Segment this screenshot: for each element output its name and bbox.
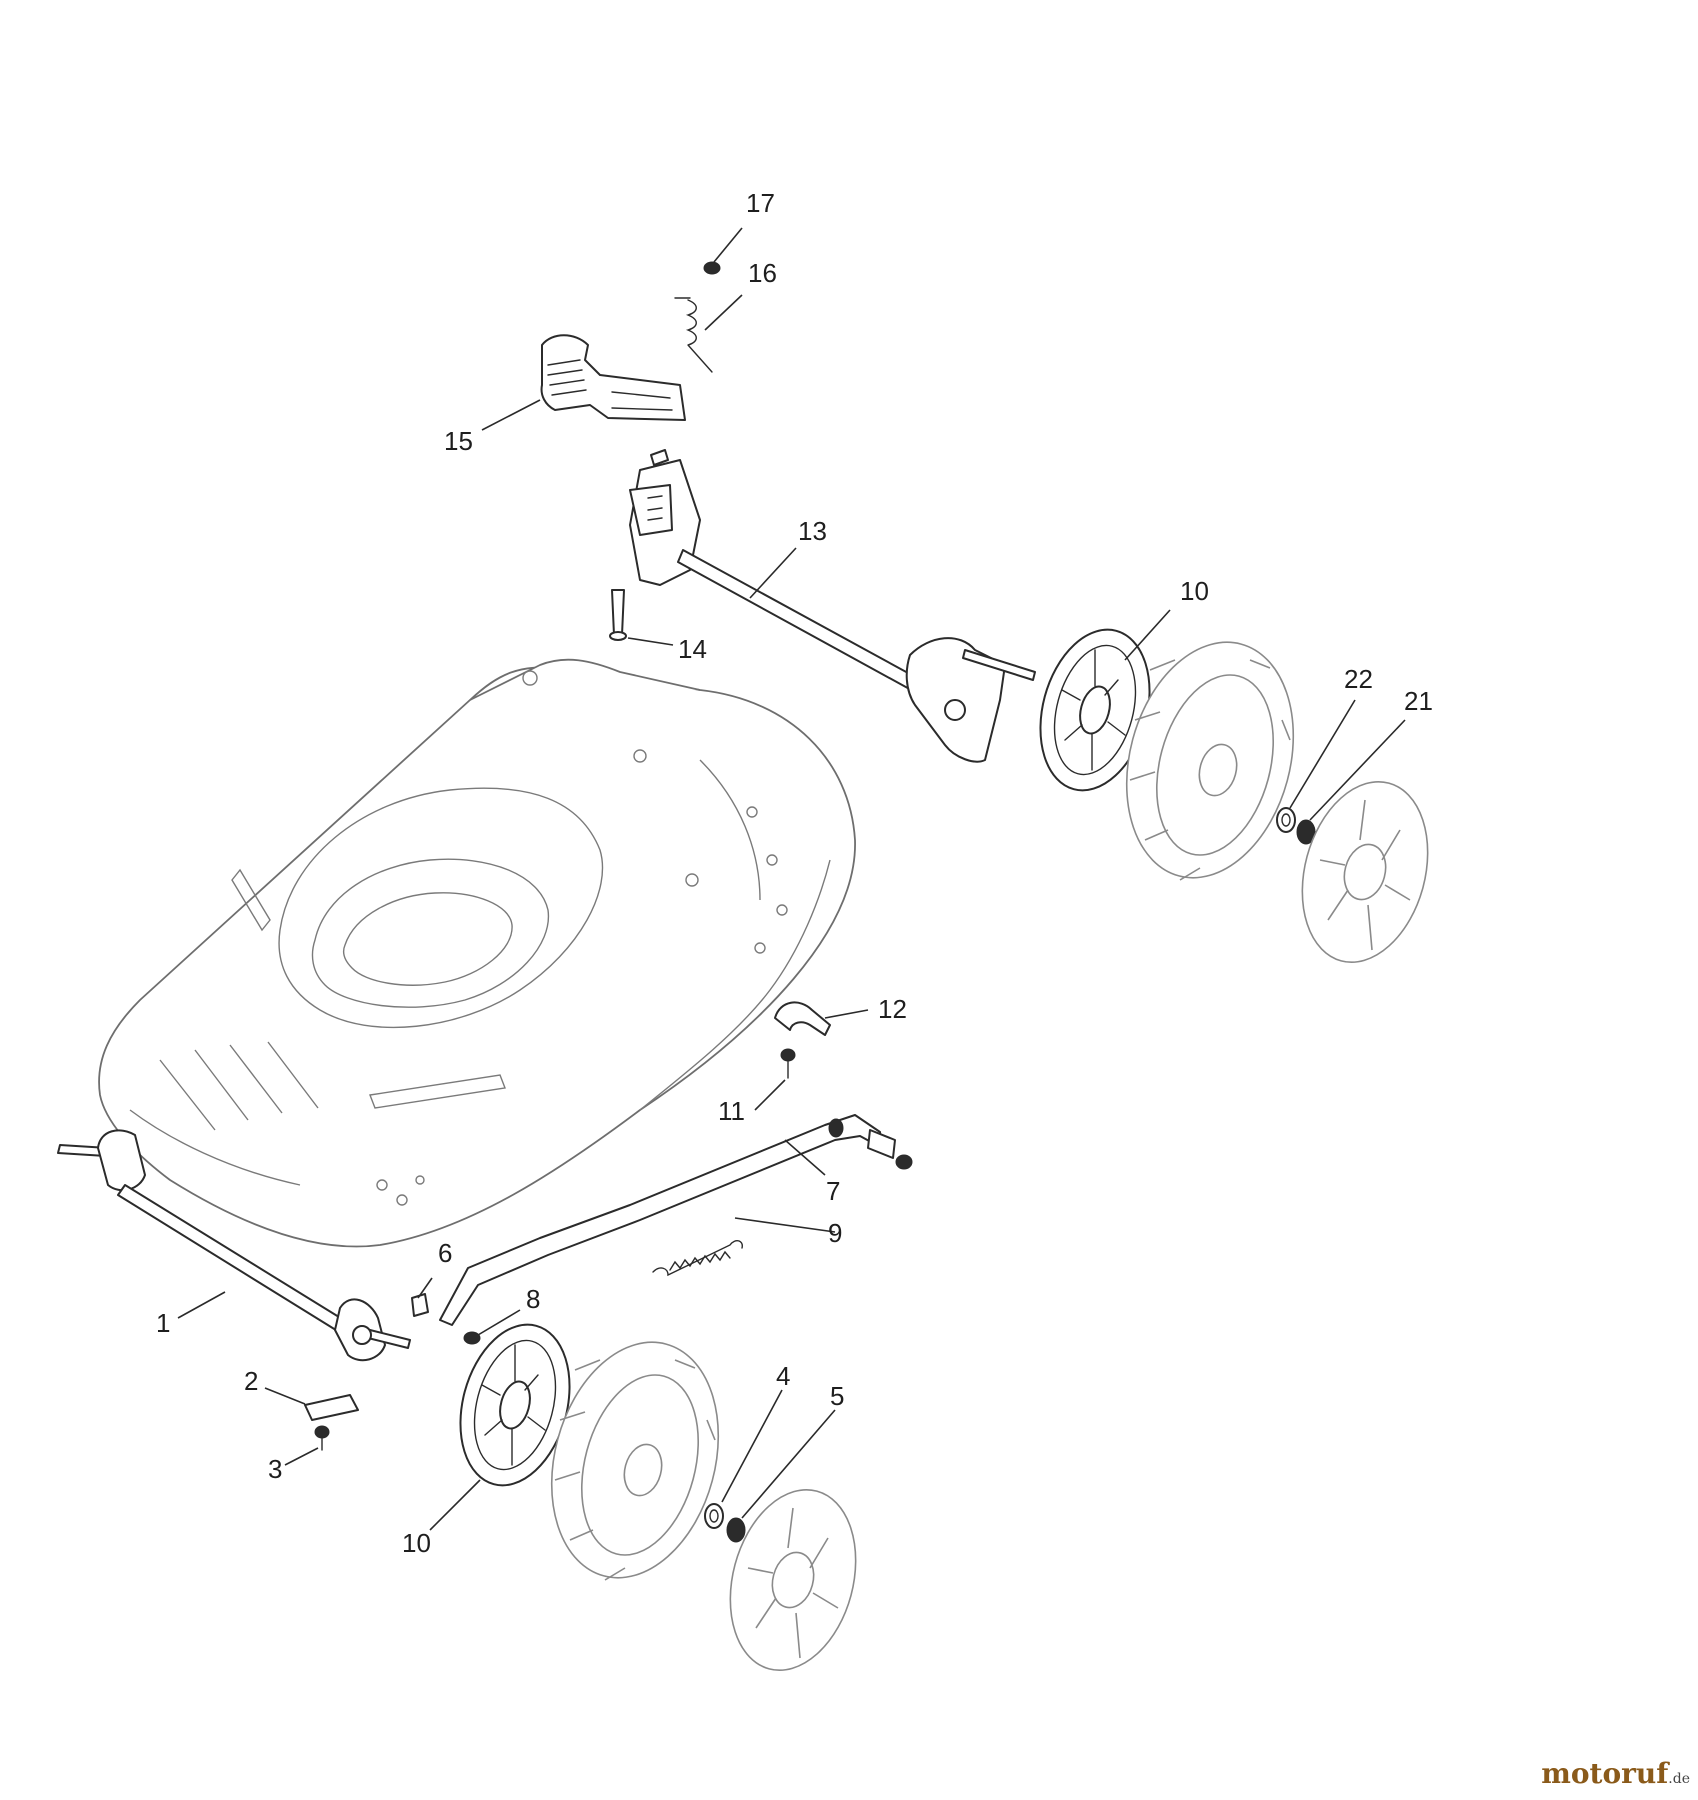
part-5-nut [726, 1517, 746, 1543]
label-4: 4 [776, 1361, 790, 1391]
part-21-nut [1296, 819, 1316, 845]
part-10-front-drive-hub [459, 1323, 571, 1487]
leader-lines [177, 227, 1406, 1531]
part-6-clip [411, 1293, 429, 1317]
part-8-screw [463, 1331, 481, 1345]
part-15-height-lever [540, 334, 686, 421]
label-2: 2 [244, 1366, 258, 1396]
part-labels: 17 16 15 13 14 10 22 21 12 11 7 9 6 8 1 … [156, 188, 1433, 1558]
part-7-adjust-rod [439, 1114, 896, 1326]
label-15: 15 [444, 426, 473, 456]
rear-hubcap [1301, 780, 1429, 964]
label-1: 1 [156, 1308, 170, 1338]
label-10-rear: 10 [1180, 576, 1209, 606]
front-wheel-tyre [550, 1341, 720, 1581]
part-10-rear-drive-hub [1039, 628, 1151, 792]
label-9: 9 [828, 1218, 842, 1248]
label-14: 14 [678, 634, 707, 664]
label-17: 17 [746, 188, 775, 218]
label-10-front: 10 [402, 1528, 431, 1558]
part-2-plate [304, 1394, 359, 1421]
brand-tld: .de [1668, 1771, 1690, 1787]
label-3: 3 [268, 1454, 282, 1484]
label-12: 12 [878, 994, 907, 1024]
label-8: 8 [526, 1284, 540, 1314]
brand-watermark: motoruf.de [1541, 1757, 1690, 1790]
rear-wheel-tyre [1125, 641, 1295, 881]
part-11-screw [780, 1048, 796, 1079]
label-6: 6 [438, 1238, 452, 1268]
part-14-pin [609, 589, 627, 641]
label-5: 5 [830, 1381, 844, 1411]
part-1-front-axle [57, 1129, 411, 1362]
label-16: 16 [748, 258, 777, 288]
part-13-rear-axle [629, 449, 1036, 763]
part-16-torsion-spring [674, 297, 713, 373]
part-12-bracket [774, 1001, 831, 1036]
label-13: 13 [798, 516, 827, 546]
part-22-washer [1276, 807, 1296, 833]
front-hubcap [729, 1488, 857, 1672]
label-7: 7 [826, 1176, 840, 1206]
label-11: 11 [718, 1096, 745, 1126]
label-22: 22 [1344, 664, 1373, 694]
part-4-washer [704, 1503, 724, 1529]
rod-end-screw [895, 1154, 913, 1170]
brand-name: motoruf [1541, 1757, 1669, 1790]
part-3-screw [314, 1425, 330, 1451]
part-17-nut [703, 261, 721, 275]
mower-deck-housing [98, 658, 856, 1248]
part-9-tension-spring [652, 1240, 743, 1277]
label-21: 21 [1404, 686, 1433, 716]
